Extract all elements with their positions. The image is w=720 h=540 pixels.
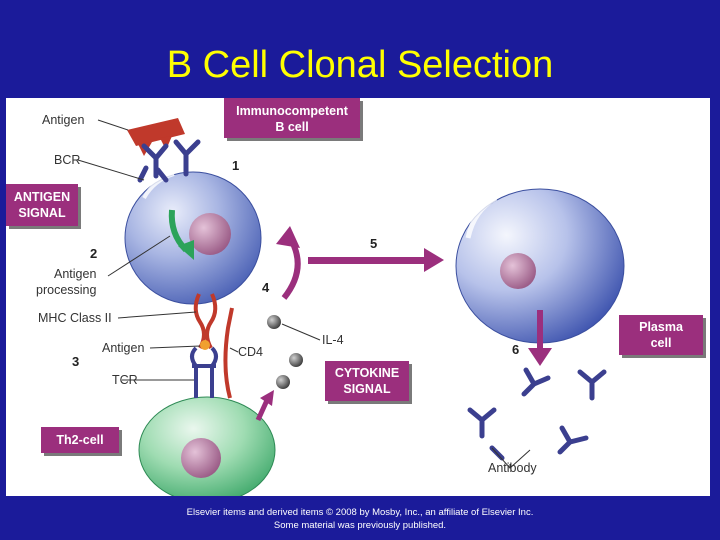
- box-antigen-signal-line2: SIGNAL: [18, 206, 66, 220]
- credit-line-2: Some material was previously published.: [273, 520, 447, 531]
- box-antigen-signal: ANTIGEN SIGNAL: [6, 184, 81, 229]
- step4-arrow-head: [276, 226, 300, 248]
- label-antigen-mid: Antigen: [102, 341, 144, 355]
- plasma-cell-nucleus: [500, 253, 536, 289]
- b-cell-nucleus: [189, 213, 231, 255]
- leader-lines: [77, 119, 321, 381]
- box-immunocompetent-line2: B cell: [275, 120, 308, 134]
- box-plasma-line1: Plasma: [639, 320, 684, 334]
- label-antigen-processing-2: processing: [36, 283, 96, 297]
- box-cytokine-signal-line1: CYTOKINE: [335, 366, 399, 380]
- th2-cell-nucleus: [181, 438, 221, 478]
- label-antigen-top: Antigen: [42, 113, 84, 127]
- antibody-pointer: [491, 447, 531, 469]
- label-il4: IL-4: [322, 333, 344, 347]
- label-bcr: BCR: [54, 153, 80, 167]
- credit-footer: Elsevier items and derived items © 2008 …: [0, 506, 720, 532]
- step-1: 1: [232, 158, 239, 173]
- step-5: 5: [370, 236, 377, 251]
- step-2: 2: [90, 246, 97, 261]
- box-cytokine-signal: CYTOKINE SIGNAL: [325, 361, 412, 404]
- cd4-molecule: [223, 307, 234, 399]
- antigen-shape: [127, 118, 185, 156]
- diagram-panel: Antigen BCR Antigen processing MHC Class…: [6, 98, 710, 504]
- b-cell: [124, 171, 262, 305]
- step-3: 3: [72, 354, 79, 369]
- step-4: 4: [262, 280, 270, 295]
- clonal-selection-diagram: Antigen BCR Antigen processing MHC Class…: [6, 98, 706, 504]
- credit-line-1: Elsevier items and derived items © 2008 …: [186, 507, 534, 518]
- mhc-class-ii: [193, 293, 218, 349]
- label-cd4: CD4: [238, 345, 263, 359]
- box-plasma-cell: Plasma cell: [619, 315, 706, 358]
- box-immunocompetent-line1: Immunocompetent: [236, 104, 349, 118]
- step5-arrow-head: [424, 248, 444, 272]
- slide-title: B Cell Clonal Selection: [166, 44, 554, 86]
- antibodies: [467, 367, 607, 461]
- label-mhc-class-ii: MHC Class II: [38, 311, 112, 325]
- step5-arrow: [308, 257, 426, 264]
- box-cytokine-signal-line2: SIGNAL: [343, 382, 391, 396]
- box-th2-cell-label: Th2-cell: [56, 433, 103, 447]
- step-6: 6: [512, 342, 519, 357]
- box-th2-cell: Th2-cell: [41, 427, 122, 456]
- label-tcr: TCR: [112, 373, 138, 387]
- tcr: [190, 346, 218, 398]
- label-antigen-processing-1: Antigen: [54, 267, 96, 281]
- box-immunocompetent-b-cell: Immunocompetent B cell: [224, 98, 363, 141]
- processing-arrow-head: [178, 240, 194, 260]
- bcr-receptors: [137, 139, 201, 183]
- box-antigen-signal-line1: ANTIGEN: [14, 190, 70, 204]
- cytokine-arrow-head: [260, 390, 274, 406]
- th2-cell: [138, 396, 276, 504]
- plasma-cell: [455, 188, 625, 344]
- box-plasma-line2: cell: [651, 336, 672, 350]
- antigen-peptide: [200, 340, 210, 350]
- il4-molecules: [267, 315, 303, 389]
- label-antibody: Antibody: [488, 461, 537, 475]
- step6-arrow-head: [528, 348, 552, 366]
- step6-arrow: [537, 310, 543, 350]
